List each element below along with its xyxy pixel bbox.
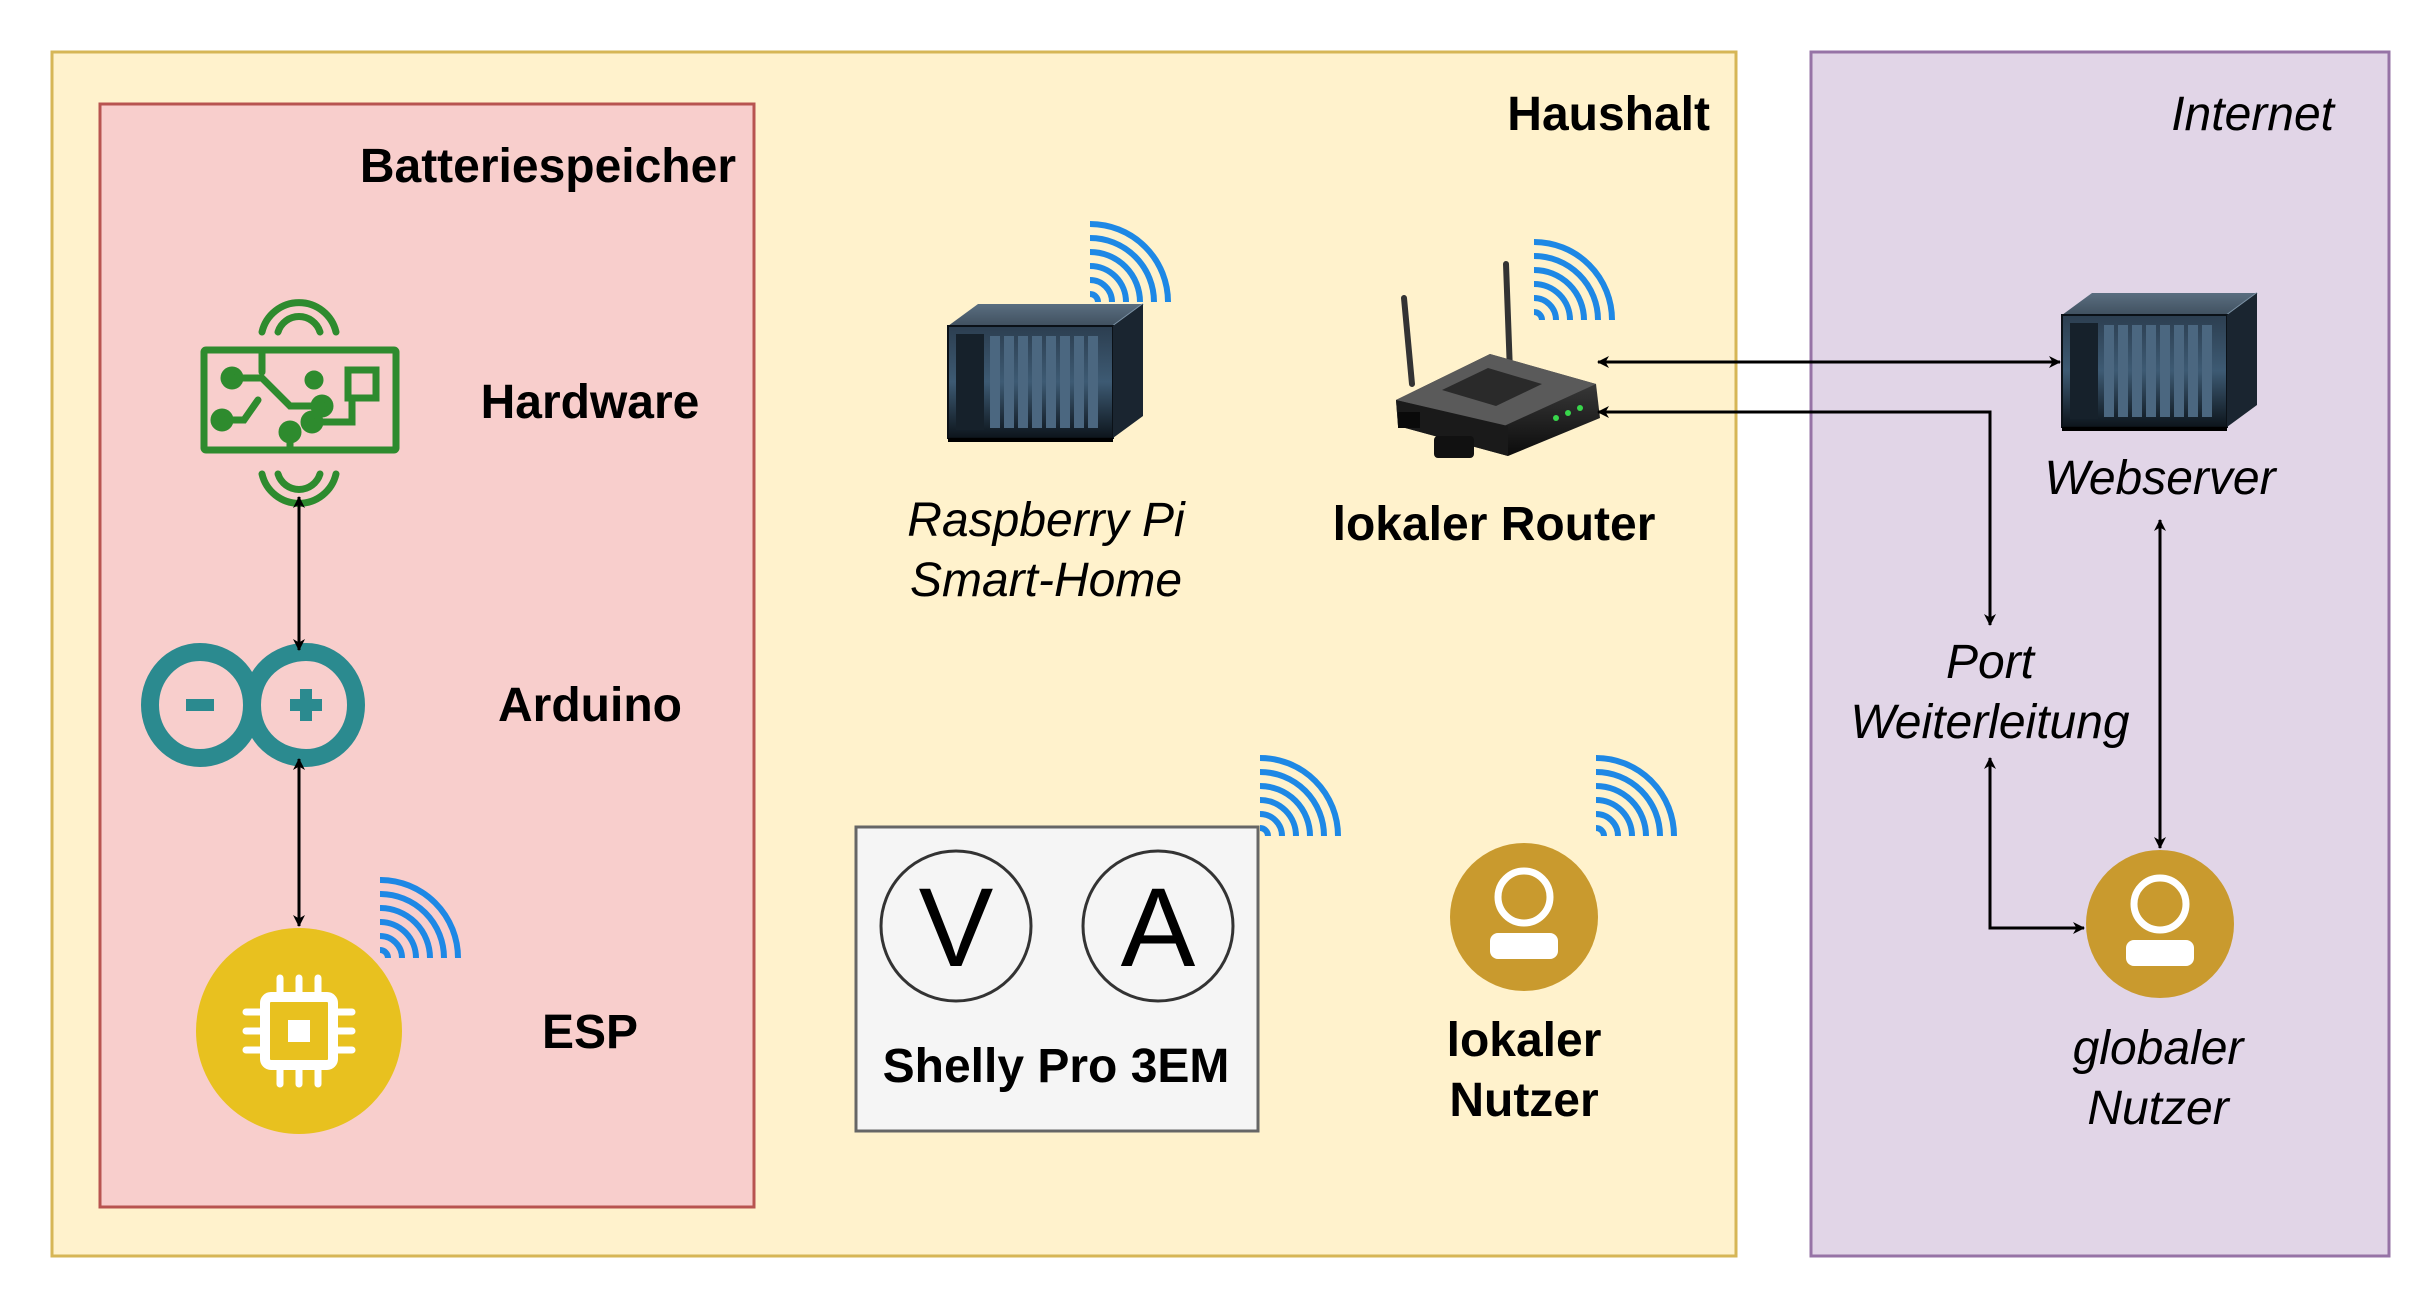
local-user-label-line2: Nutzer	[1449, 1074, 1598, 1127]
raspberry-label-line1: Raspberry Pi	[907, 494, 1186, 547]
router-label: lokaler Router	[1333, 498, 1656, 551]
ampere-meter-icon	[1081, 849, 1235, 1003]
port-label-line2: Weiterleitung	[1850, 696, 2130, 749]
user-avatar-icon	[1450, 843, 1598, 991]
arrow-port-globaluser	[1984, 757, 2085, 934]
microchip-icon	[196, 928, 402, 1134]
local-user-label-line1: lokaler	[1447, 1014, 1602, 1067]
arduino-infinity-icon	[140, 642, 366, 768]
raspberry-label-line2: Smart-Home	[910, 554, 1182, 607]
rack-server-icon	[947, 303, 1144, 443]
hardware-label: Hardware	[481, 376, 700, 429]
shelly-label: Shelly Pro 3EM	[883, 1040, 1230, 1093]
arduino-label: Arduino	[498, 679, 682, 732]
port-label-line1: Port	[1946, 636, 2036, 689]
esp-label: ESP	[542, 1006, 638, 1059]
internet-group	[1809, 50, 2391, 1258]
batteriespeicher-label: Batteriespeicher	[360, 140, 736, 193]
webserver-label: Webserver	[2044, 452, 2277, 505]
ampere-symbol: A	[1121, 865, 1196, 990]
internet-label: Internet	[2171, 88, 2335, 141]
voltage-symbol: V	[919, 865, 994, 990]
rack-server-icon	[2061, 292, 2258, 432]
arrow-router-port	[1597, 406, 1996, 626]
global-user-label-line2: Nutzer	[2087, 1082, 2230, 1135]
voltage-meter-icon	[879, 849, 1033, 1003]
haushalt-label: Haushalt	[1507, 88, 1710, 141]
wifi-router-icon	[1396, 261, 1600, 458]
global-user-label-line1: globaler	[2073, 1022, 2246, 1075]
user-avatar-icon	[2086, 850, 2234, 998]
